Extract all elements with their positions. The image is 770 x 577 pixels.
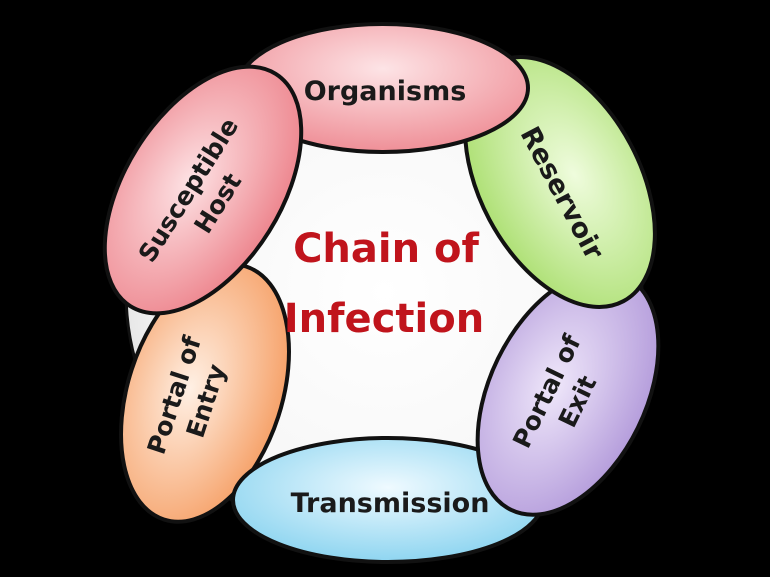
- transmission-label: Transmission: [291, 488, 490, 519]
- stage-portal-of-exit: Portal of Exit: [475, 269, 661, 517]
- stage-transmission: Transmission: [231, 436, 545, 564]
- center-title-line-1: Chain of: [293, 226, 479, 272]
- stage-portal-of-entry: Portal of Entry: [119, 262, 291, 524]
- organisms-label: Organisms: [304, 76, 467, 107]
- susceptible-host-ellipse: [102, 64, 304, 316]
- stage-susceptible-host: Susceptible Host: [102, 64, 304, 316]
- portal-of-entry-ellipse: [119, 262, 291, 524]
- center-title-line-2: Infection: [284, 296, 484, 342]
- stage-organisms: Organisms: [236, 22, 530, 154]
